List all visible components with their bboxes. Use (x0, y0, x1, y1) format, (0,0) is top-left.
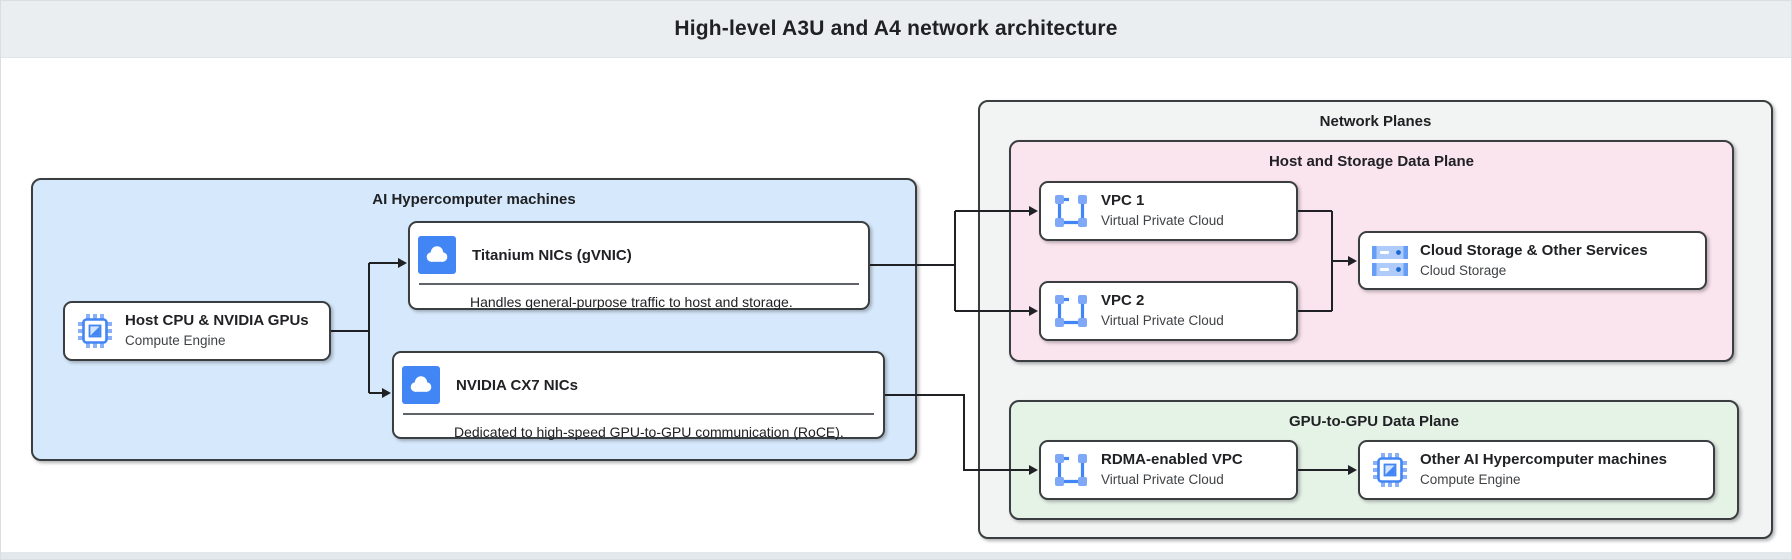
vpc2-node: VPC 2 Virtual Private Cloud (1039, 281, 1298, 341)
vpc1-title: VPC 1 (1101, 192, 1145, 210)
titanium-title: Titanium NICs (gVNIC) (472, 246, 632, 264)
other-subtitle: Compute Engine (1420, 472, 1521, 488)
titanium-nic-node: Titanium NICs (gVNIC) Handles general-pu… (408, 221, 870, 310)
rdma-vpc-node: RDMA-enabled VPC Virtual Private Cloud (1039, 440, 1298, 500)
host-title: Host CPU & NVIDIA GPUs (125, 312, 309, 330)
host-subtitle: Compute Engine (125, 333, 226, 349)
bottom-strip (1, 552, 1791, 559)
rdma-subtitle: Virtual Private Cloud (1101, 472, 1224, 488)
other-machines-node: Other AI Hypercomputer machines Compute … (1358, 440, 1715, 500)
divider (403, 413, 874, 415)
vpc2-title: VPC 2 (1101, 292, 1145, 310)
gpu-plane-label: GPU-to-GPU Data Plane (1288, 413, 1460, 430)
network-planes-label: Network Planes (1319, 113, 1432, 130)
cloud-nic-icon (402, 366, 440, 404)
titanium-description: Handles general-purpose traffic to host … (470, 294, 793, 310)
vpc1-node: VPC 1 Virtual Private Cloud (1039, 181, 1298, 241)
vpc-icon (1055, 454, 1087, 486)
cloud-storage-node: Cloud Storage & Other Services Cloud Sto… (1358, 231, 1707, 290)
divider (419, 283, 859, 285)
host-storage-plane-label: Host and Storage Data Plane (1268, 153, 1475, 170)
cx7-title: NVIDIA CX7 NICs (456, 376, 578, 394)
rdma-title: RDMA-enabled VPC (1101, 451, 1243, 469)
nvidia-cx7-nic-node: NVIDIA CX7 NICs Dedicated to high-speed … (392, 351, 885, 440)
diagram-header: High-level A3U and A4 network architectu… (1, 1, 1791, 58)
ai-machines-label: AI Hypercomputer machines (372, 191, 576, 208)
cloud-storage-icon (1372, 245, 1408, 276)
page-title: High-level A3U and A4 network architectu… (674, 17, 1118, 40)
vpc-icon (1055, 295, 1087, 327)
vpc1-subtitle: Virtual Private Cloud (1101, 213, 1224, 229)
storage-title: Cloud Storage & Other Services (1420, 241, 1648, 259)
host-cpu-node: Host CPU & NVIDIA GPUs Compute Engine (63, 301, 331, 361)
storage-subtitle: Cloud Storage (1420, 262, 1507, 278)
cloud-nic-icon (418, 236, 456, 274)
other-title: Other AI Hypercomputer machines (1420, 451, 1668, 469)
cx7-description: Dedicated to high-speed GPU-to-GPU commu… (454, 424, 844, 440)
vpc-icon (1055, 195, 1087, 227)
compute-engine-icon (1373, 453, 1407, 487)
vpc2-subtitle: Virtual Private Cloud (1101, 313, 1224, 329)
compute-engine-icon (78, 314, 112, 348)
